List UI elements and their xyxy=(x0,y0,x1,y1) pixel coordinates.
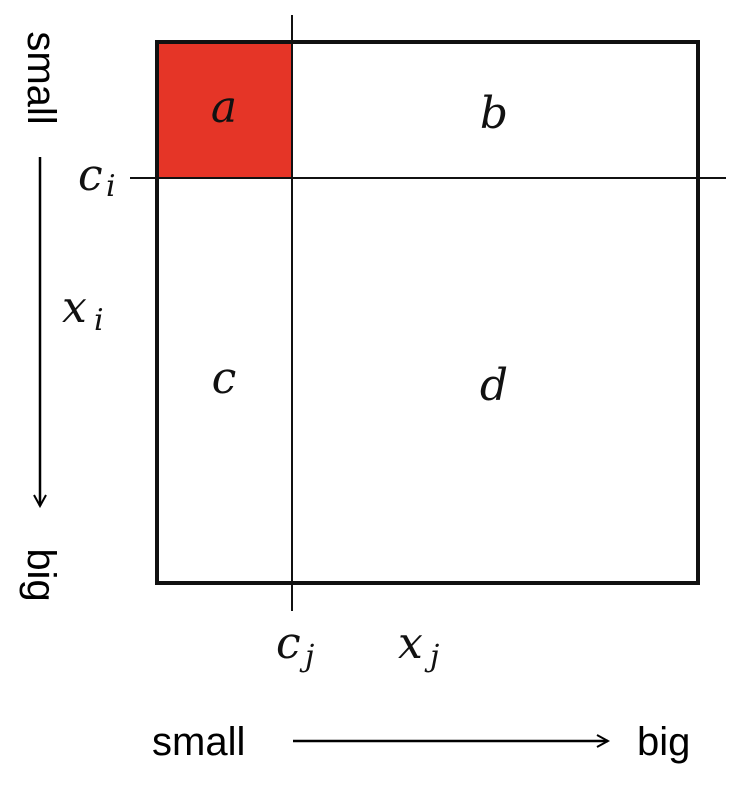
ci-base: c xyxy=(78,150,103,201)
cj-label: c j xyxy=(276,618,314,674)
horizontal-axis-end-label: big xyxy=(637,720,690,764)
ci-label: c i xyxy=(78,150,116,204)
region-d-label: d xyxy=(480,360,508,411)
region-a-highlight xyxy=(157,42,292,178)
xj-subscript: j xyxy=(424,639,439,674)
region-b-label: b xyxy=(480,88,508,139)
cj-subscript: j xyxy=(299,639,314,674)
cj-base: c xyxy=(276,618,301,669)
vertical-axis-end-label: big xyxy=(19,548,63,601)
horizontal-axis-start-label: small xyxy=(152,720,245,764)
xi-label: x i xyxy=(62,282,104,338)
xj-base: x xyxy=(398,618,423,669)
xi-base: x xyxy=(62,282,87,333)
region-a-label: a xyxy=(211,82,237,133)
region-c-label: c xyxy=(212,353,237,404)
outer-box xyxy=(155,40,700,585)
vertical-axis-start-label: small xyxy=(19,31,63,124)
xj-label: x j xyxy=(398,618,439,674)
ci-subscript: i xyxy=(106,169,116,204)
xi-subscript: i xyxy=(94,303,104,338)
